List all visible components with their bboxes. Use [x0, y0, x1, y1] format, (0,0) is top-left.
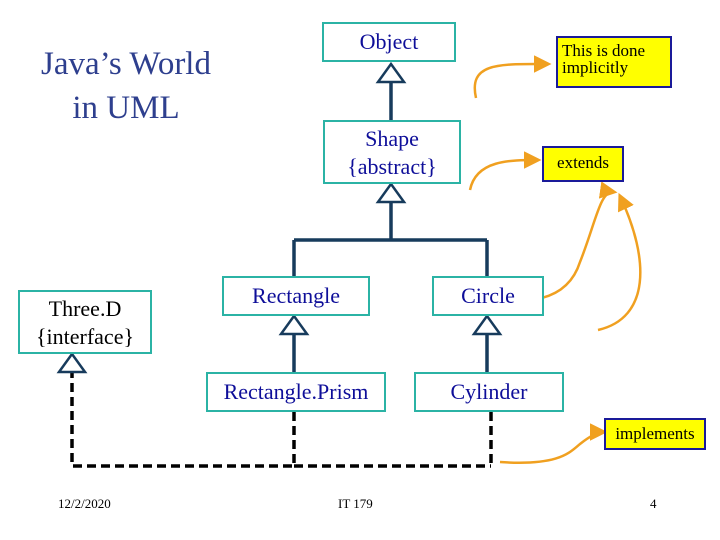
annotation-arrow-extends [468, 151, 542, 191]
class-circle[interactable]: Circle [432, 276, 544, 316]
footer-page-number: 4 [650, 496, 657, 511]
note-implements: implements [604, 418, 706, 450]
class-shape-name: Shape [365, 126, 419, 151]
class-rectangle-label: Rectangle [252, 283, 340, 308]
class-rectangle-prism[interactable]: Rectangle.Prism [206, 372, 386, 412]
note-extends: extends [542, 146, 624, 182]
annotation-arrow-implements [499, 423, 608, 464]
class-circle-label: Circle [461, 283, 515, 308]
note-implicit-line-2: implicitly [562, 58, 629, 77]
interface-threed-stereotype: {interface} [35, 324, 135, 349]
class-cylinder-label: Cylinder [450, 379, 528, 404]
realization-connector [70, 372, 296, 468]
class-rectangle[interactable]: Rectangle [222, 276, 370, 316]
interface-threed[interactable]: Three.D {interface} [18, 290, 152, 354]
note-implicit-line-1: This is done [562, 41, 646, 60]
inheritance-triangle-circle [471, 313, 503, 336]
class-shape-stereotype: {abstract} [347, 154, 437, 179]
class-rectangle-prism-label: Rectangle.Prism [223, 379, 369, 404]
footer-date: 12/2/2020 [58, 496, 111, 511]
class-cylinder[interactable]: Cylinder [414, 372, 564, 412]
slide-title: Java’s World in UML [18, 42, 234, 130]
slide-title-line-1: Java’s World [41, 46, 211, 82]
class-shape[interactable]: Shape {abstract} [323, 120, 461, 184]
class-object-label: Object [359, 29, 419, 54]
note-implicit: This is done implicitly [556, 36, 672, 88]
slide-title-line-2: in UML [72, 90, 180, 126]
interface-threed-name: Three.D [48, 296, 122, 321]
footer-course: IT 179 [338, 496, 373, 511]
note-implements-label: implements [615, 424, 695, 443]
annotation-arrow-implicit [473, 55, 552, 99]
inheritance-triangle-rectangle [278, 313, 310, 336]
class-object[interactable]: Object [322, 22, 456, 62]
inheritance-triangle-shape [375, 181, 407, 204]
inheritance-triangle-object [375, 61, 407, 84]
note-extends-label: extends [557, 153, 609, 172]
realization-triangle-threed [56, 351, 88, 374]
annotation-arrow-extends-to-cylinder [597, 192, 642, 332]
